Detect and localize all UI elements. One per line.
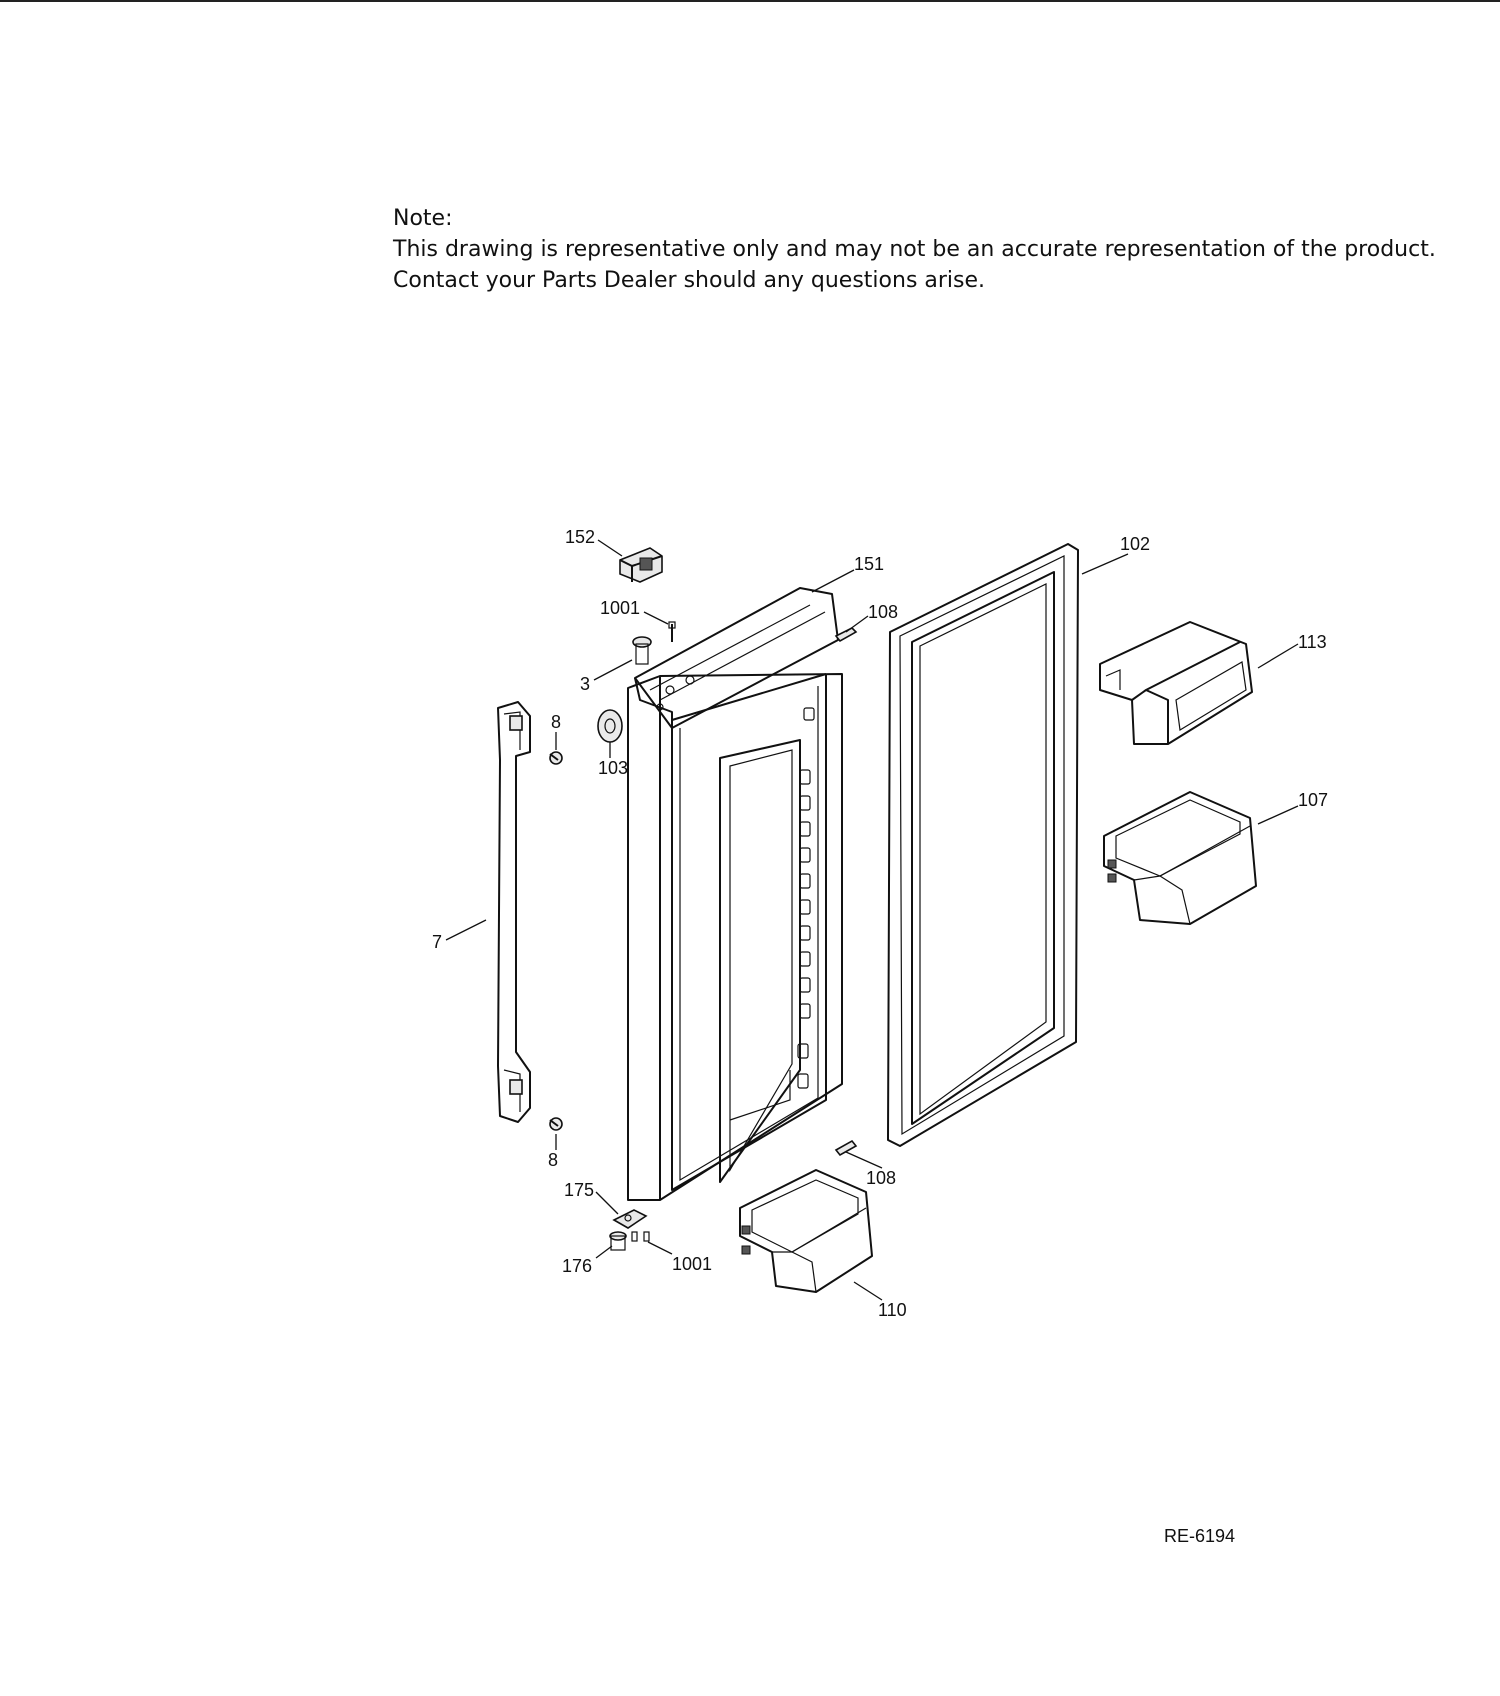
callout-113: 113 xyxy=(1298,632,1327,652)
part-110-door-bin xyxy=(739,1169,873,1293)
part-176-hinge-bushing xyxy=(609,1231,627,1251)
part-8-screw-bottom xyxy=(549,1117,563,1131)
part-1001-screws-bottom xyxy=(631,1231,650,1242)
note-line-2: Contact your Parts Dealer should any que… xyxy=(393,268,986,293)
callout-107: 107 xyxy=(1298,790,1328,810)
part-102-gasket xyxy=(887,543,1079,1147)
top-rule xyxy=(0,0,1500,2)
part-8-screw-top xyxy=(549,751,563,765)
callout-1001-top: 1001 xyxy=(600,598,640,618)
callout-102: 102 xyxy=(1120,534,1150,554)
callout-176: 176 xyxy=(562,1256,592,1276)
part-3-pin xyxy=(632,636,652,665)
callout-3: 3 xyxy=(580,674,590,694)
part-108-clip-bottom xyxy=(834,1139,858,1157)
part-108-clip-top xyxy=(834,627,858,643)
callout-151: 151 xyxy=(854,554,884,574)
callout-175: 175 xyxy=(564,1180,594,1200)
callout-labels: 152 151 102 1001 108 113 3 8 103 107 7 8… xyxy=(432,527,1328,1320)
callout-8-bottom: 8 xyxy=(548,1150,558,1170)
part-1001-screw-top xyxy=(668,621,676,642)
part-152-hinge-cover xyxy=(619,547,663,583)
callout-110: 110 xyxy=(878,1300,907,1320)
callout-152: 152 xyxy=(565,527,595,547)
note-heading: Note: xyxy=(393,206,453,231)
part-7-handle xyxy=(497,701,531,1123)
disclaimer-note: Note: This drawing is representative onl… xyxy=(393,203,1436,296)
callout-7: 7 xyxy=(432,932,442,952)
part-107-door-bin xyxy=(1103,791,1257,925)
part-151-door-cap xyxy=(634,587,839,729)
callout-108-bottom: 108 xyxy=(866,1168,896,1188)
callout-108-top: 108 xyxy=(868,602,898,622)
part-103-bushing xyxy=(597,709,623,743)
drawing-reference-number: RE-6194 xyxy=(1164,1526,1236,1546)
callout-8-top: 8 xyxy=(551,712,561,732)
part-113-dairy-bin xyxy=(1099,621,1253,745)
leader-lines xyxy=(445,539,1299,1301)
door-body xyxy=(627,673,843,1201)
callout-1001-bottom: 1001 xyxy=(672,1254,712,1274)
note-line-1: This drawing is representative only and … xyxy=(393,237,1436,262)
callout-103: 103 xyxy=(598,758,628,778)
part-175-hinge-plate xyxy=(612,1209,648,1229)
